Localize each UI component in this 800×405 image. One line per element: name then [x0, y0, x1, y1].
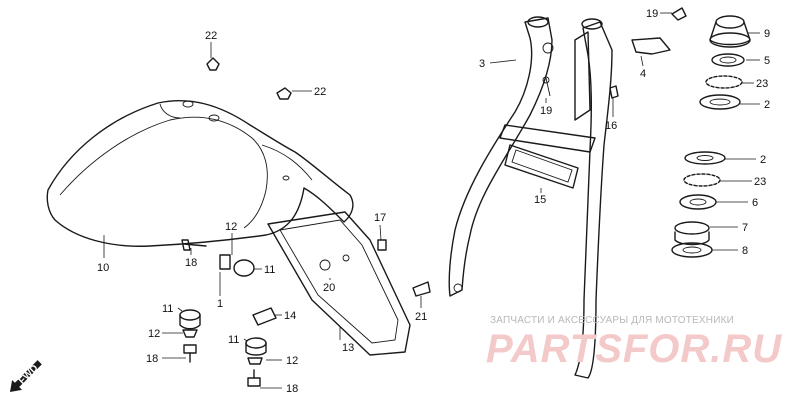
callout-labels: 22 22 3 4 19 9 5 23 2 19 16 2 23 6 7 8 1…	[97, 8, 770, 395]
callout-6: 6	[752, 197, 758, 209]
callout-19-mid: 19	[540, 105, 552, 117]
callout-7: 7	[742, 222, 748, 234]
callout-11-bottom: 11	[228, 334, 239, 346]
number-plate	[267, 211, 411, 356]
callout-18-left: 18	[146, 353, 158, 365]
callout-11-top: 11	[264, 264, 275, 276]
callout-11-left: 11	[162, 303, 173, 315]
watermark-subtitle: ЗАПЧАСТИ И АКСЕССУАРЫ ДЛЯ МОТОТЕХНИКИ	[490, 315, 734, 326]
callout-23-bottom: 23	[754, 176, 766, 188]
callout-18-top: 18	[185, 257, 197, 269]
callout-13: 13	[342, 342, 354, 354]
arrow-icon	[10, 360, 42, 392]
callout-15: 15	[534, 194, 546, 206]
callout-12-bottom: 12	[286, 355, 298, 367]
callout-22-mid: 22	[314, 86, 326, 98]
callout-8: 8	[742, 245, 748, 257]
callout-9: 9	[764, 28, 770, 40]
callout-1: 1	[217, 298, 223, 310]
callout-3: 3	[479, 58, 485, 70]
callout-16: 16	[605, 120, 617, 132]
hardware	[179, 7, 687, 387]
callout-14: 14	[284, 310, 296, 322]
watermark: ЗАПЧАСТИ И АКСЕССУАРЫ ДЛЯ МОТОТЕХНИКИ PA…	[486, 315, 782, 371]
leader-lines	[103, 12, 760, 389]
steering-stack	[671, 15, 751, 258]
fork-bridge	[448, 16, 613, 379]
callout-21: 21	[415, 311, 427, 323]
callout-20: 20	[323, 282, 335, 294]
fwd-direction-badge: FWD	[10, 360, 42, 392]
callout-2-top: 2	[764, 99, 770, 111]
callout-22-top: 22	[205, 30, 217, 42]
front-emblem	[504, 144, 579, 189]
front-fender	[46, 100, 354, 247]
callout-17: 17	[374, 212, 386, 224]
callout-5: 5	[764, 55, 770, 67]
callout-12-top: 12	[225, 221, 237, 233]
callout-19-top: 19	[646, 8, 658, 20]
callout-2-bottom: 2	[760, 154, 766, 166]
callout-23-top: 23	[756, 78, 768, 90]
callout-18-bottom: 18	[286, 383, 298, 395]
callout-4: 4	[640, 68, 646, 80]
callout-12-left: 12	[148, 328, 160, 340]
callout-10: 10	[97, 262, 109, 274]
watermark-logo: PARTSFOR.RU	[486, 327, 782, 371]
